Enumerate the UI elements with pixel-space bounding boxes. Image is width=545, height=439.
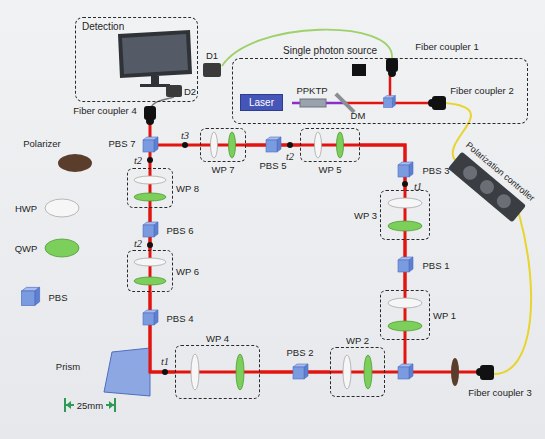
pbs-label: PBS 4 xyxy=(167,313,194,324)
waveplate-label: WP 7 xyxy=(211,164,234,175)
waveplate-label: WP 1 xyxy=(433,310,456,321)
waveplate-group: WP 7 xyxy=(200,128,246,162)
time-label: t1 xyxy=(161,356,169,367)
pbs-label: PBS 3 xyxy=(423,165,450,176)
group-heading: Single photon source xyxy=(283,45,377,56)
detector-label: D1 xyxy=(206,50,218,61)
coupler-label: Fiber coupler 3 xyxy=(468,387,531,398)
waveplate-label: WP 3 xyxy=(354,210,377,221)
fiber-coupler xyxy=(428,96,446,110)
waveplate-group: WP 2 xyxy=(330,347,385,397)
legend-text: Polarizer xyxy=(23,138,61,149)
waveplate-label: WP 6 xyxy=(176,266,199,277)
legend-text: QWP xyxy=(15,243,38,254)
mirror-label: DM xyxy=(351,110,366,121)
time-label: t2 xyxy=(134,238,142,249)
ppktp-crystal xyxy=(300,99,326,107)
waveplate-group: WP 3 xyxy=(380,190,430,240)
waveplate-group: WP 1 xyxy=(380,290,430,340)
controller-label: Polarization controller xyxy=(463,140,536,204)
prism-label: Prism xyxy=(56,361,80,372)
waveplate-group: WP 4 xyxy=(175,345,260,399)
coupler-label: Fiber coupler 4 xyxy=(73,105,136,116)
time-marker xyxy=(147,142,408,375)
laser-label: Laser xyxy=(249,97,274,108)
pbs-label: PBS 5 xyxy=(260,160,287,171)
time-label: t3 xyxy=(181,130,189,141)
waveplate-label: WP 4 xyxy=(206,333,229,344)
scale-label: 25mm xyxy=(77,400,103,411)
detector-d1 xyxy=(203,63,221,77)
fiber xyxy=(494,214,531,374)
monitor xyxy=(118,30,192,78)
monitor-stand xyxy=(140,84,170,87)
prism xyxy=(104,348,150,396)
pbs-label: PBS 1 xyxy=(423,260,450,271)
beam-dump xyxy=(352,64,366,76)
polarizer xyxy=(58,154,459,386)
fiber xyxy=(222,30,392,66)
scale-bar xyxy=(65,398,115,412)
waveplate-group: WP 5 xyxy=(300,128,360,162)
half-wave-plate xyxy=(45,132,422,390)
time-label: t2 xyxy=(286,151,294,162)
pbs-label: PBS 2 xyxy=(287,347,314,358)
waveplate-group: WP 6 xyxy=(127,250,173,292)
detector-label: D2 xyxy=(184,86,196,97)
waveplate-label: WP 8 xyxy=(176,183,199,194)
quarter-wave-plate xyxy=(45,132,422,390)
waveplate-label: WP 5 xyxy=(318,164,341,175)
legend-text: PBS xyxy=(48,292,67,303)
waveplate-label: WP 2 xyxy=(346,335,369,346)
group-heading: Detection xyxy=(82,21,124,32)
fiber-coupler xyxy=(476,365,494,380)
laser-box: Laser xyxy=(240,94,283,111)
legend-text: HWP xyxy=(15,203,37,214)
beam-connector xyxy=(150,292,175,372)
pbs-label: PBS 6 xyxy=(167,225,194,236)
time-label: t1 xyxy=(414,181,422,192)
crystal-label: PPKTP xyxy=(296,85,327,96)
pbs-cube xyxy=(22,96,413,379)
laser-beam xyxy=(150,122,480,372)
detector-d2 xyxy=(166,85,182,97)
waveplate-group: WP 8 xyxy=(127,168,173,208)
detection-group: Detection xyxy=(75,17,198,102)
coupler-label: Fiber coupler 2 xyxy=(450,85,513,96)
fiber-coupler xyxy=(144,106,156,125)
monitor-screen xyxy=(122,34,188,74)
pbs-label: PBS 7 xyxy=(109,138,136,149)
coupler-label: Fiber coupler 1 xyxy=(415,41,478,52)
monitor-stand xyxy=(151,76,159,84)
fiber-coupler xyxy=(386,58,398,77)
time-label: t2 xyxy=(134,155,142,166)
